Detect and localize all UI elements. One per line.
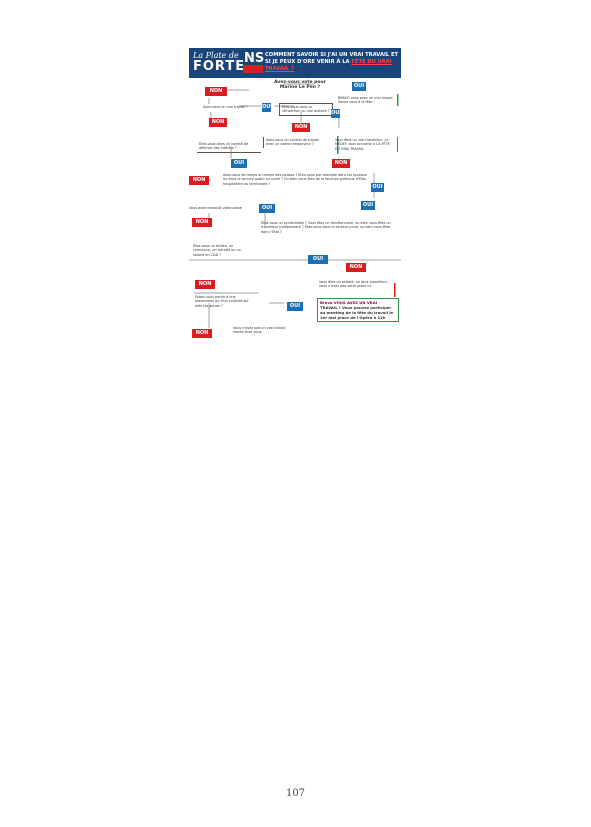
question-1: Avez-vous vote pour Marine Le Pen ? xyxy=(274,80,326,91)
ns-logo: NS xyxy=(244,51,265,66)
question-7: Avez-vous de temps en temps des pauses ?… xyxy=(223,173,368,186)
page-number: 107 xyxy=(285,788,306,799)
oui-tag-2: OUI xyxy=(262,103,273,112)
question-4: Êtes-vous dans un comité de défense des … xyxy=(197,141,261,153)
result-pas-vrai-travail: Vous n'avez pas un vrai travail, restez … xyxy=(233,326,287,335)
brand-logo: La Plate de FORTE xyxy=(193,51,245,75)
non-tag-1: NON xyxy=(205,87,227,96)
non-tag-5: NON xyxy=(189,176,209,185)
brand-line1: La Plate de xyxy=(193,51,239,60)
oui-tag-8: OUI xyxy=(287,302,303,311)
ns-red-bar xyxy=(243,65,263,73)
non-tag-6: NON xyxy=(192,218,212,227)
result-bravo-1: BRAVO vous avez un vrai travail. Venez v… xyxy=(338,96,394,105)
non-tag-7: NON xyxy=(346,263,366,272)
brand-line2: FORTE xyxy=(193,59,246,74)
oui-tag-3: OUI xyxy=(231,159,247,168)
question-5: Avez-vous un contrat de travail avec un … xyxy=(263,137,330,148)
oui-tag-6: OUI xyxy=(361,201,375,210)
non-tag-9: NON xyxy=(192,329,212,338)
non-tag-3: NON xyxy=(292,123,310,132)
poster-title-text: COMMENT SAVOIR SI J'AI UN VRAI TRAVAIL E… xyxy=(265,52,399,65)
result-bravo-final: Bravo VOUS AVEZ UN VRAI TRAVAIL ! Vous p… xyxy=(317,298,399,322)
poster-title: COMMENT SAVOIR SI J'AI UN VRAI TRAVAIL E… xyxy=(265,52,399,73)
question-3: Êtes-vous dans la réinsertion ou une act… xyxy=(279,103,333,116)
non-tag-8: NON xyxy=(195,280,215,289)
question-11: Faites-vous partie d'une association ou … xyxy=(195,295,249,308)
oui-tag-extra: OUI xyxy=(331,109,342,118)
oui-tag-4: OUI xyxy=(371,183,384,192)
poster-header: La Plate de FORTE NS COMMENT SAVOIR SI J… xyxy=(189,48,401,78)
question-9: Êtes-vous un syndicaliste ? Vous êtes un… xyxy=(261,221,391,234)
result-assiste: Vous êtes un assisté, un faux travailleu… xyxy=(319,280,389,289)
result-vrai-travailleur: Vous êtes un vrai travailleur. Le MEDEF … xyxy=(333,137,398,152)
question-10: Êtes-vous un artiste, un chercheur, un r… xyxy=(193,244,241,257)
poster-title-highlight: FÊTE DU VRAI TRAVAIL ? xyxy=(265,59,392,72)
oui-tag-1: OUI xyxy=(352,82,366,91)
oui-tag-7: OUI xyxy=(308,255,328,264)
flowchart-poster: La Plate de FORTE NS COMMENT SAVOIR SI J… xyxy=(189,48,401,372)
non-tag-4: NON xyxy=(332,159,350,168)
question-2: Avez-vous un vrai travail ? xyxy=(203,105,248,109)
non-tag-2: NON xyxy=(209,118,227,127)
question-8: Vous avez retrouvé votre poste xyxy=(189,206,242,210)
oui-tag-5: OUI xyxy=(259,204,275,213)
